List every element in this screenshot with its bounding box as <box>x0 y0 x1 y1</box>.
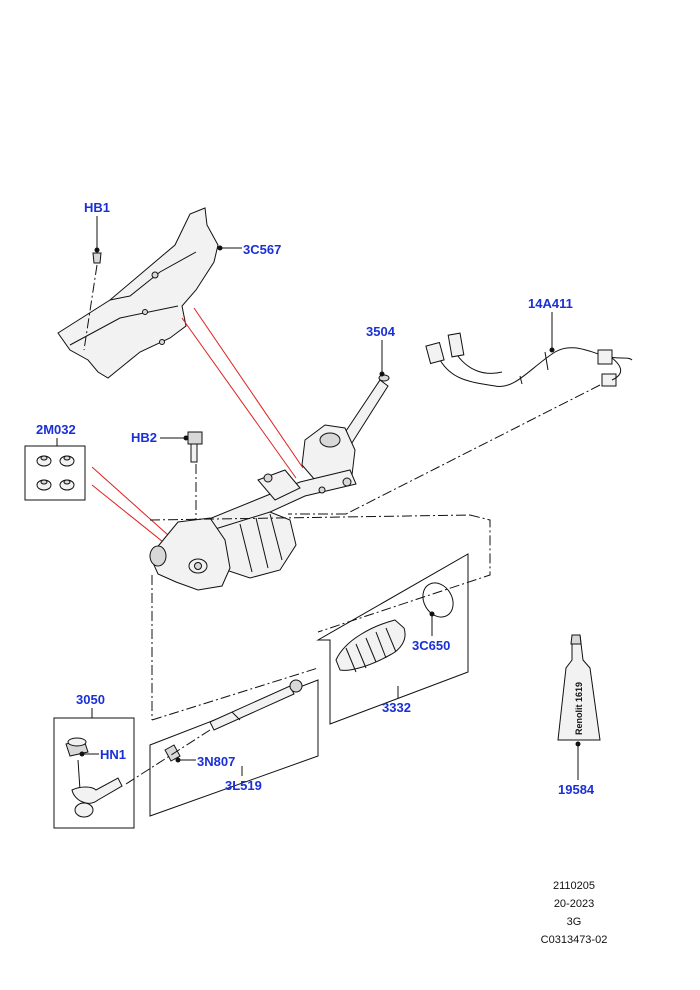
footer-line-3: 3G <box>566 916 582 928</box>
callout-3c567: 3C567 <box>217 242 281 257</box>
svg-text:3C567: 3C567 <box>243 242 281 257</box>
footer-line-3-wrap: 3G <box>514 916 634 928</box>
boot-kit <box>316 553 469 725</box>
callout-14a411: 14A411 <box>528 296 573 353</box>
callout-hb1: HB1 <box>83 200 110 351</box>
svg-text:3L519: 3L519 <box>225 778 262 793</box>
callout-3504: 3504 <box>366 324 396 377</box>
svg-text:19584: 19584 <box>558 782 595 797</box>
heat-shield <box>57 207 219 379</box>
callout-3n807: 3N807 <box>175 754 235 769</box>
callout-3332: 3332 <box>382 686 411 715</box>
svg-text:HN1: HN1 <box>100 747 126 762</box>
svg-text:3332: 3332 <box>382 700 411 715</box>
tie-rod-kit <box>149 679 319 817</box>
svg-text:HB2: HB2 <box>131 430 157 445</box>
callout-2m032: 2M032 <box>24 422 86 501</box>
wiring-harness <box>425 332 633 387</box>
svg-text:HB1: HB1 <box>84 200 110 215</box>
callout-3l519: 3L519 <box>225 766 262 793</box>
svg-text:3C650: 3C650 <box>412 638 450 653</box>
footer-line-2-wrap: 20-2023 <box>514 898 634 910</box>
footer-line-2: 20-2023 <box>553 898 595 910</box>
footer-block: 2110205 <box>514 880 634 892</box>
group-boundary <box>149 514 491 721</box>
tube-label: Renolit 1619 <box>574 682 584 735</box>
svg-text:3050: 3050 <box>76 692 105 707</box>
callout-hn1: HN1 <box>79 747 126 762</box>
svg-text:3N807: 3N807 <box>197 754 235 769</box>
footer-line-4: C0313473-02 <box>540 934 608 946</box>
svg-text:14A411: 14A411 <box>528 296 573 311</box>
grease-tube: Renolit 1619 <box>557 634 601 741</box>
footer-line-1: 2110205 <box>552 880 595 892</box>
svg-text:2M032: 2M032 <box>36 422 76 437</box>
footer-line-4-wrap: C0313473-02 <box>514 934 634 946</box>
svg-text:3504: 3504 <box>366 324 396 339</box>
callout-3c650: 3C650 <box>412 611 450 653</box>
callout-hb2: HB2 <box>131 430 203 520</box>
bush-group <box>36 455 75 491</box>
steering-gear-assembly <box>149 374 390 591</box>
callout-19584: 19584 <box>558 741 595 797</box>
